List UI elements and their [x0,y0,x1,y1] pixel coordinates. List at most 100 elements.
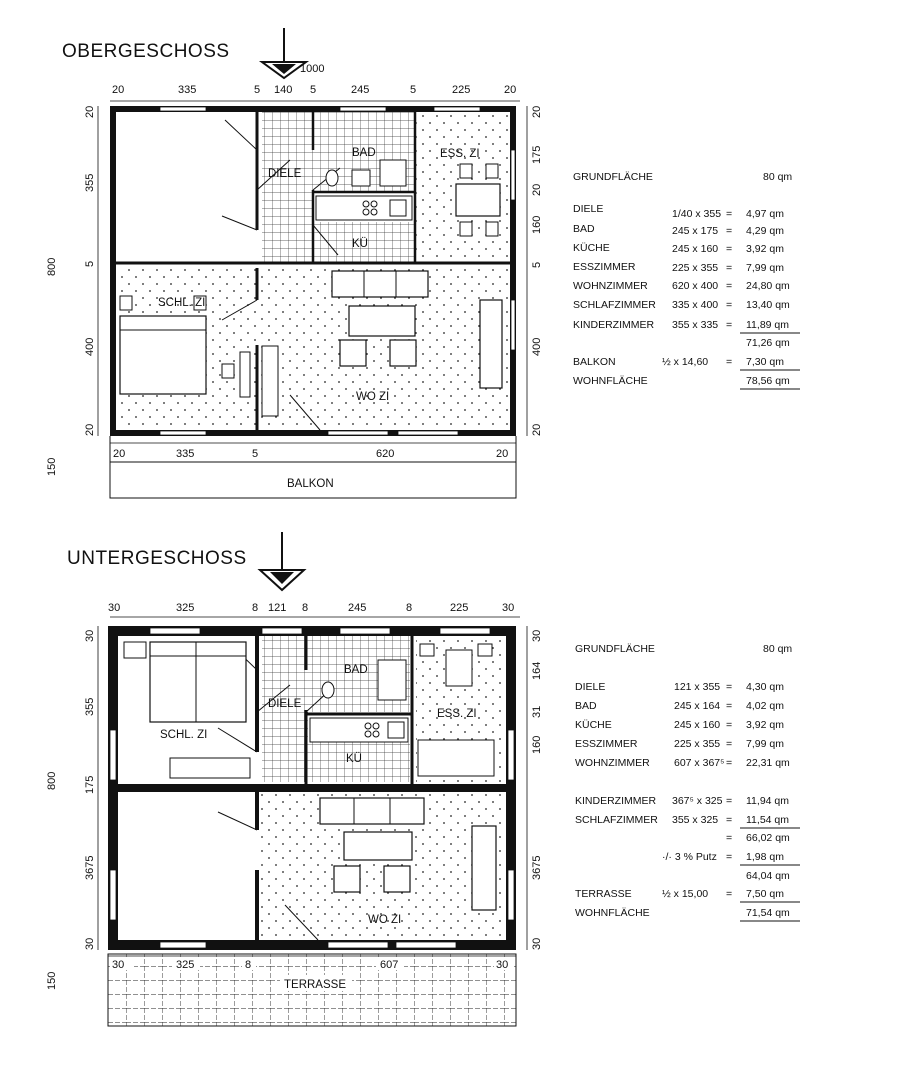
svg-text:13,40 qm: 13,40 qm [746,299,790,311]
svg-text:355 x 325: 355 x 325 [672,814,718,826]
ug-grundflaeche-label: GRUNDFLÄCHE [575,643,655,655]
og-row-wohnflaeche: WOHNFLÄCHE 78,56 qm [573,375,790,387]
svg-text:20: 20 [496,448,508,460]
svg-text:ESSZIMMER: ESSZIMMER [573,261,636,273]
svg-text:SCHLAFZIMMER: SCHLAFZIMMER [575,814,658,826]
svg-text:20: 20 [84,424,96,436]
svg-text:BALKON: BALKON [573,356,616,368]
svg-text:5: 5 [254,84,260,96]
svg-text:8: 8 [252,602,258,614]
entrance-arrow-icon [258,28,310,80]
svg-text:7,99 qm: 7,99 qm [746,738,784,750]
svg-text:WOHNFLÄCHE: WOHNFLÄCHE [573,375,648,387]
ug-top-dimensions: 30 325 8 121 8 245 8 225 30 [108,602,520,618]
og-room-diele: DIELE [268,168,302,180]
svg-text:11,94 qm: 11,94 qm [746,795,789,807]
svg-text:150: 150 [46,972,58,990]
svg-text:½ x 14,60: ½ x 14,60 [662,356,708,368]
ug-room-bad: BAD [344,664,368,676]
svg-text:175: 175 [531,146,543,164]
svg-text:620: 620 [376,448,394,460]
svg-text:4,29 qm: 4,29 qm [746,225,784,237]
svg-text:DIELE: DIELE [575,681,605,693]
svg-text:20: 20 [531,184,543,196]
svg-text:164: 164 [531,662,543,680]
ug-furniture [123,641,497,911]
og-furniture [119,159,503,417]
og-room-bad: BAD [352,147,376,159]
svg-text:31: 31 [531,706,543,718]
ug-diele-tiles [262,636,308,782]
svg-text:245 x 160: 245 x 160 [674,719,720,731]
svg-text:20: 20 [84,106,96,118]
svg-text:3675: 3675 [531,856,543,880]
svg-text:800: 800 [46,772,58,790]
ug-bottom-dimensions: 30 325 8 607 30 [108,955,516,971]
svg-text:30: 30 [531,938,543,950]
svg-text:30: 30 [112,959,124,971]
svg-text:=: = [726,681,732,693]
svg-text:SCHLAFZIMMER: SCHLAFZIMMER [573,299,656,311]
svg-text:607 x 367⁵: 607 x 367⁵ [674,757,724,769]
svg-text:335: 335 [176,448,194,460]
svg-text:4,97 qm: 4,97 qm [746,208,784,220]
ug-grundflaeche-value: 80 qm [763,643,792,655]
svg-text:800: 800 [46,258,58,276]
og-left-dimensions: 20 355 5 400 20 800 150 [46,106,99,476]
svg-text:4,02 qm: 4,02 qm [746,700,784,712]
ug-room-wozi: WO ZI [368,914,401,926]
svg-text:11,54 qm: 11,54 qm [746,814,789,826]
ug-room-terrasse: TERRASSE [284,979,346,991]
svg-text:=: = [726,814,732,826]
svg-text:20: 20 [113,448,125,460]
svg-text:3675: 3675 [84,856,96,880]
svg-text:225 x 355: 225 x 355 [674,738,720,750]
svg-text:KINDERZIMMER: KINDERZIMMER [575,795,657,807]
svg-text:245 x 160: 245 x 160 [672,243,718,255]
og-grundflaeche-value: 80 qm [763,171,792,183]
svg-text:WOHNZIMMER: WOHNZIMMER [573,280,648,292]
svg-text:=: = [726,719,732,731]
entrance-arrow-icon-ug [257,532,307,592]
ug-room-diele: DIELE [268,698,302,710]
svg-text:225 x 355: 225 x 355 [672,262,718,274]
og-room-wozi: WO ZI [356,391,389,403]
svg-text:=: = [726,299,732,311]
ug-subtotal2: 64,04 qm [746,870,790,882]
svg-text:245 x 175: 245 x 175 [672,225,718,237]
svg-text:=: = [726,356,732,368]
og-right-dimensions: 20 175 20 160 5 400 20 [526,106,543,436]
svg-text:24,80 qm: 24,80 qm [746,280,790,292]
svg-text:78,56 qm: 78,56 qm [746,375,790,387]
og-kueche-tiles [314,222,414,262]
og-outer-walls [110,106,516,436]
ug-subtotal: 66,02 qm [746,832,790,844]
svg-text:20: 20 [531,424,543,436]
svg-text:245: 245 [348,602,366,614]
ug-inner-walls [118,636,506,940]
svg-text:30: 30 [496,959,508,971]
svg-text:121: 121 [268,602,286,614]
svg-text:KINDERZIMMER: KINDERZIMMER [573,319,655,331]
svg-text:·/· 3 % Putz: ·/· 3 % Putz [662,851,717,863]
ug-row-putz: ·/· 3 % Putz=1,98 qm [662,851,784,863]
svg-text:BAD: BAD [575,700,597,712]
svg-text:5: 5 [410,84,416,96]
svg-text:325: 325 [176,602,194,614]
svg-text:=: = [726,888,732,900]
svg-text:3,92 qm: 3,92 qm [746,243,784,255]
ug-left-dimensions: 30 355 175 3675 30 800 150 [46,626,99,990]
svg-text:30: 30 [84,630,96,642]
svg-text:400: 400 [531,338,543,356]
ug-outer-walls [108,626,516,950]
svg-text:=: = [726,262,732,274]
svg-text:8: 8 [245,959,251,971]
untergeschoss-plan: UNTERGESCHOSS 30 325 8 121 8 245 8 225 3… [46,532,543,1027]
